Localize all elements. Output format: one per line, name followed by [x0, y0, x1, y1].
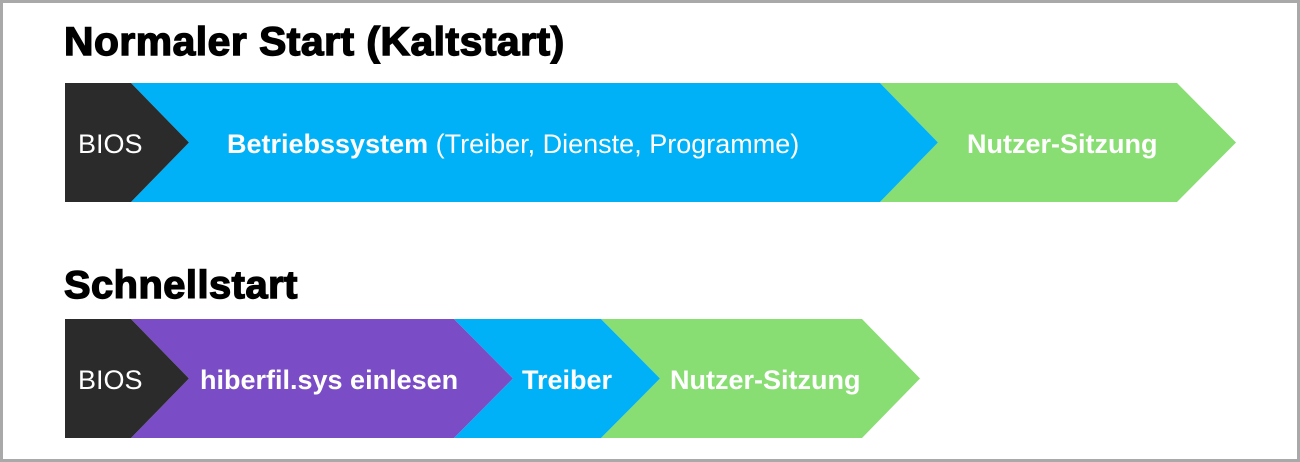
segment-session-label: Nutzer-Sitzung	[670, 365, 861, 395]
segment-bios-shape	[65, 83, 189, 202]
segment-bios-shape	[65, 319, 189, 438]
segment-bios-label: BIOS	[78, 365, 143, 395]
segment-os-shape	[131, 83, 938, 202]
os-label-main: Betriebssystem	[227, 129, 429, 159]
segment-session-shape	[601, 319, 920, 438]
segment-session-shape	[880, 83, 1236, 202]
fast-start-bar	[65, 319, 920, 438]
segment-hiberfil-label: hiberfil.sys einlesen	[200, 365, 459, 395]
segment-driver-label: Treiber	[522, 365, 613, 395]
segment-driver-shape	[454, 319, 660, 438]
fast-start-heading: Schnellstart	[63, 263, 298, 307]
os-label-detail: (Treiber, Dienste, Programme)	[435, 129, 800, 159]
cold-start-bar	[65, 83, 1236, 202]
segment-os-label: Betriebssystem (Treiber, Dienste, Progra…	[227, 129, 799, 159]
segment-hiberfil-shape	[131, 319, 513, 438]
segment-bios-label: BIOS	[78, 129, 143, 159]
cold-start-heading: Normaler Start (Kaltstart)	[63, 19, 565, 64]
segment-session-label: Nutzer-Sitzung	[967, 129, 1158, 159]
